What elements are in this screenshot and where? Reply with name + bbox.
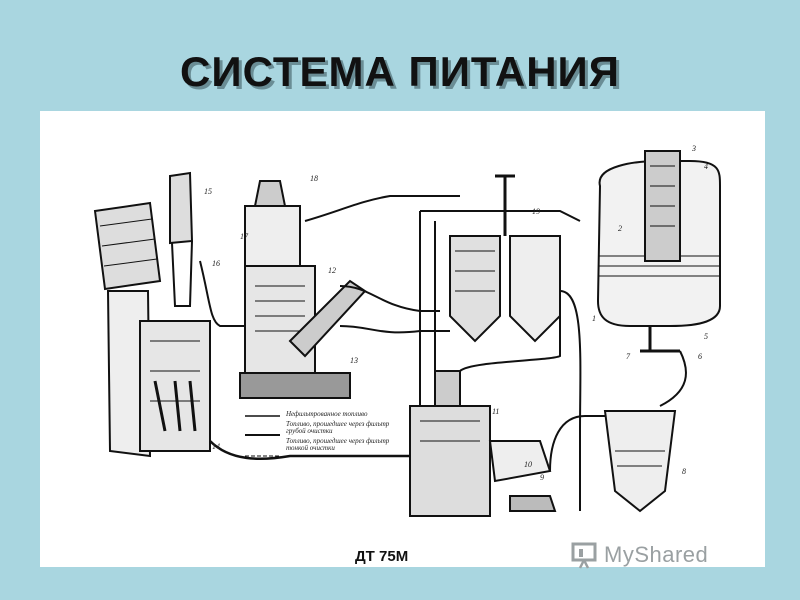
svg-text:10: 10 xyxy=(524,460,532,469)
legend-entry: Нефильтрованное топливо xyxy=(286,410,368,418)
slide-title: СИСТЕМА ПИТАНИЯ xyxy=(180,48,620,95)
part-number-labels: 2 3 4 1 5 6 7 8 9 10 11 12 13 14 15 16 1… xyxy=(204,144,708,482)
svg-text:5: 5 xyxy=(704,332,708,341)
fuel-tank xyxy=(596,150,721,407)
presentation-board-icon xyxy=(571,542,597,569)
legend-arrows xyxy=(245,415,280,457)
svg-text:12: 12 xyxy=(328,266,336,275)
svg-text:13: 13 xyxy=(350,356,358,365)
svg-text:19: 19 xyxy=(532,207,540,216)
svg-text:16: 16 xyxy=(212,259,220,268)
diagram-panel: 2 3 4 1 5 6 7 8 9 10 11 12 13 14 15 16 1… xyxy=(40,111,765,567)
svg-text:3: 3 xyxy=(691,144,696,153)
svg-text:15: 15 xyxy=(204,187,212,196)
svg-text:14: 14 xyxy=(212,442,220,451)
diagram-caption: ДТ 75М xyxy=(355,548,409,565)
injection-pump xyxy=(239,180,460,399)
svg-text:2: 2 xyxy=(618,224,622,233)
intake-pipe xyxy=(169,171,255,327)
air-cleaner-assembly xyxy=(93,201,470,460)
svg-text:17: 17 xyxy=(240,232,249,241)
watermark-text: MyShared xyxy=(604,542,709,567)
svg-text:8: 8 xyxy=(682,467,686,476)
flow-legend: Нефильтрованное топливо Топливо, прошедш… xyxy=(286,411,396,455)
fuel-system-diagram: 2 3 4 1 5 6 7 8 9 10 11 12 13 14 15 16 1… xyxy=(93,144,721,517)
svg-text:1: 1 xyxy=(592,314,596,323)
svg-text:7: 7 xyxy=(626,352,631,361)
watermark: MyShared xyxy=(570,540,708,570)
svg-text:18: 18 xyxy=(310,174,318,183)
filter-group xyxy=(419,174,582,511)
svg-text:4: 4 xyxy=(704,162,708,171)
sediment-filter xyxy=(549,410,677,513)
fuel-pump-lower xyxy=(409,291,561,517)
legend-entry: Топливо, прошедшее через фильтр тонкой о… xyxy=(286,437,390,452)
svg-text:9: 9 xyxy=(540,473,544,482)
legend-entry: Топливо, прошедшее через фильтр грубой о… xyxy=(286,420,390,435)
svg-text:11: 11 xyxy=(492,407,499,416)
svg-text:6: 6 xyxy=(698,352,702,361)
